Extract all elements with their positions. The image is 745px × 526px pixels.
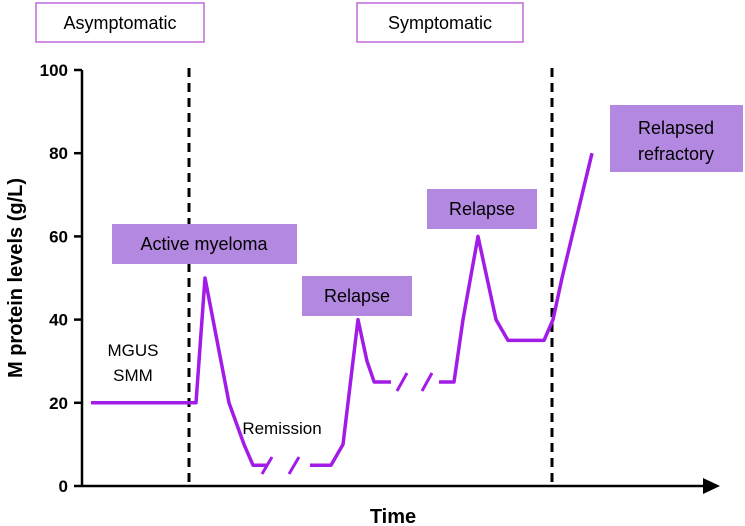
- relapsed-refractory-box: [610, 105, 743, 172]
- x-axis-arrow: [703, 478, 720, 494]
- axis-break-mark: [287, 456, 301, 475]
- mgus-label: MGUS: [108, 341, 159, 360]
- m-protein-series: [91, 152, 594, 467]
- y-tick-label: 0: [59, 477, 68, 496]
- axis-break-mark: [395, 372, 409, 392]
- axis-break-mark: [260, 456, 274, 475]
- series-line-segment: [310, 317, 391, 467]
- relapsed-label: Relapsed: [638, 118, 714, 138]
- asymptomatic-phase-label: Asymptomatic: [63, 13, 176, 33]
- axis-break-mark: [420, 372, 434, 392]
- remission-label: Remission: [242, 419, 321, 438]
- series-line-segment: [91, 276, 268, 467]
- refractory-label: refractory: [638, 144, 714, 164]
- symptomatic-phase-box: [356, 2, 524, 43]
- y-tick-label: 20: [49, 394, 68, 413]
- y-axis-ticks: 0 20 40 60 80 100: [40, 61, 82, 496]
- relapse-box-1: [302, 276, 412, 316]
- y-tick-label: 100: [40, 61, 68, 80]
- series-line-segment: [439, 152, 594, 384]
- active-myeloma-label: Active myeloma: [140, 234, 268, 254]
- active-myeloma-box: [112, 224, 297, 264]
- relapse-box-2: [427, 189, 537, 229]
- relapse-label-1: Relapse: [324, 286, 390, 306]
- smm-label: SMM: [113, 366, 153, 385]
- y-tick-label: 40: [49, 311, 68, 330]
- symptomatic-phase-label: Symptomatic: [388, 13, 492, 33]
- y-tick-label: 60: [49, 227, 68, 246]
- y-axis-title: M protein levels (g/L): [5, 178, 27, 378]
- relapse-label-2: Relapse: [449, 199, 515, 219]
- x-axis-title: Time: [370, 506, 416, 526]
- asymptomatic-phase-box: [35, 2, 205, 43]
- y-tick-label: 80: [49, 144, 68, 163]
